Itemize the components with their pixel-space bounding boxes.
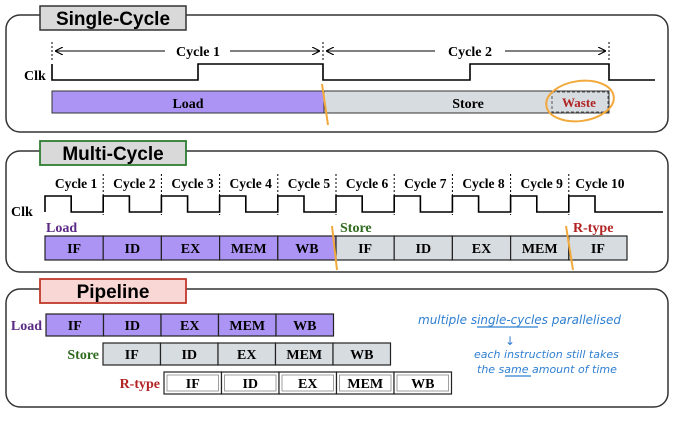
stage-box	[277, 235, 337, 261]
stage-label: ID	[416, 242, 432, 257]
cycle-label: Cycle 1	[55, 176, 98, 191]
single-cycle-frame	[5, 14, 669, 133]
stage-box-inner	[396, 374, 449, 392]
stage-box	[44, 235, 104, 261]
stage-box-inner	[339, 374, 392, 392]
stage-label: ID	[124, 319, 140, 334]
stage-label: WB	[411, 377, 434, 392]
boundary-mark	[321, 83, 329, 126]
cycle1-label: Cycle 1	[176, 45, 220, 60]
stage-box	[451, 235, 512, 261]
stage-label: ID	[125, 242, 141, 257]
annotation-line3: the same amount of time	[477, 363, 617, 376]
stage-box	[393, 235, 454, 261]
stage-label: MEM	[522, 242, 558, 257]
stage-box	[332, 342, 392, 366]
single-cycle-title: Single-Cycle	[56, 9, 170, 30]
stage-label: WB	[350, 348, 373, 363]
stage-label: IF	[186, 377, 200, 392]
stage-box-inner	[224, 374, 277, 392]
multi-cycle-cycle-labels: Cycle 1 Cycle 2 Cycle 3 Cycle 4 Cycle 5 Cycle…	[55, 174, 625, 215]
stage-box-inner	[166, 374, 219, 392]
multi-cycle-title: Multi-Cycle	[62, 144, 163, 165]
stage-label: EX	[180, 319, 199, 334]
stage-box	[393, 371, 453, 395]
load-label: Load	[46, 221, 77, 236]
load-bar-label: Load	[172, 97, 203, 112]
waste-highlight-circle	[545, 79, 615, 123]
cycle-label: Cycle 7	[404, 176, 447, 191]
clock-waveform	[44, 195, 663, 213]
clock-waveform	[51, 63, 655, 81]
pipeline-row-label: Load	[11, 319, 42, 334]
multi-cycle-section: Multi-Cycle Cycle 1 Cycle 2 Cycle 3 Cycle 4…	[5, 140, 669, 273]
pipeline-frame	[5, 288, 669, 408]
stage-label: IF	[358, 242, 372, 257]
stage-label: ID	[242, 377, 258, 392]
cycle-label: Cycle 9	[521, 176, 564, 191]
stage-box-inner	[281, 374, 334, 392]
cycle-label: Cycle 6	[346, 176, 389, 191]
boundary-mark	[565, 225, 574, 271]
multi-cycle-title-box	[39, 140, 187, 166]
clk-label: Clk	[24, 69, 46, 84]
stage-label: IF	[68, 319, 82, 334]
cycle-label: Cycle 8	[462, 176, 505, 191]
annotation-line2: each instruction still takes	[474, 348, 619, 361]
pipeline-row-label: Store	[67, 348, 99, 363]
clk-label: Clk	[11, 205, 33, 220]
stage-label: EX	[298, 377, 317, 392]
stage-label: WB	[293, 319, 316, 334]
stage-label: EX	[181, 242, 200, 257]
stage-box	[275, 313, 335, 337]
pipeline-title: Pipeline	[77, 282, 150, 303]
pipeline-title-box	[39, 278, 187, 304]
waste-label: Waste	[562, 95, 596, 110]
stage-box	[568, 235, 628, 261]
cycle-label: Cycle 10	[575, 176, 624, 191]
cycle-label: Cycle 3	[171, 176, 214, 191]
boundary-mark	[331, 225, 338, 271]
stage-label: IF	[67, 242, 81, 257]
stage-label: MEM	[229, 319, 265, 334]
store-bar-label: Store	[452, 97, 484, 112]
annotation-line1: multiple single-cycles parallelised	[418, 313, 621, 327]
single-cycle-title-box	[39, 5, 187, 31]
stage-box	[219, 235, 279, 261]
stage-label: MEM	[231, 242, 267, 257]
cycle-label: Cycle 5	[288, 176, 331, 191]
store-label: Store	[340, 221, 372, 236]
cycle-label: Cycle 4	[230, 176, 273, 191]
multi-cycle-frame	[5, 150, 669, 273]
annotation-arrow: ↓	[505, 334, 515, 348]
stage-box	[335, 235, 395, 261]
stage-label: MEM	[286, 348, 322, 363]
single-cycle-section: Single-Cycle Cycle 1 Cycle 2 Clk Load St…	[5, 5, 669, 133]
stage-label: IF	[125, 348, 139, 363]
waste-region	[551, 91, 609, 113]
stage-label: ID	[181, 348, 197, 363]
stage-box	[160, 235, 221, 261]
multi-cycle-stage-row: IF ID EX MEM WB IF ID EX MEM IF	[44, 235, 628, 261]
stage-label: EX	[472, 242, 491, 257]
rtype-label: R-type	[573, 221, 613, 236]
stage-label: WB	[295, 242, 318, 257]
cycle-label: Cycle 2	[113, 176, 156, 191]
cycle2-label: Cycle 2	[448, 45, 492, 60]
pipeline-row-label: R-type	[120, 377, 160, 392]
stage-label: IF	[591, 242, 605, 257]
stage-label: EX	[237, 348, 256, 363]
stage-label: MEM	[347, 377, 383, 392]
stage-box	[510, 235, 570, 261]
